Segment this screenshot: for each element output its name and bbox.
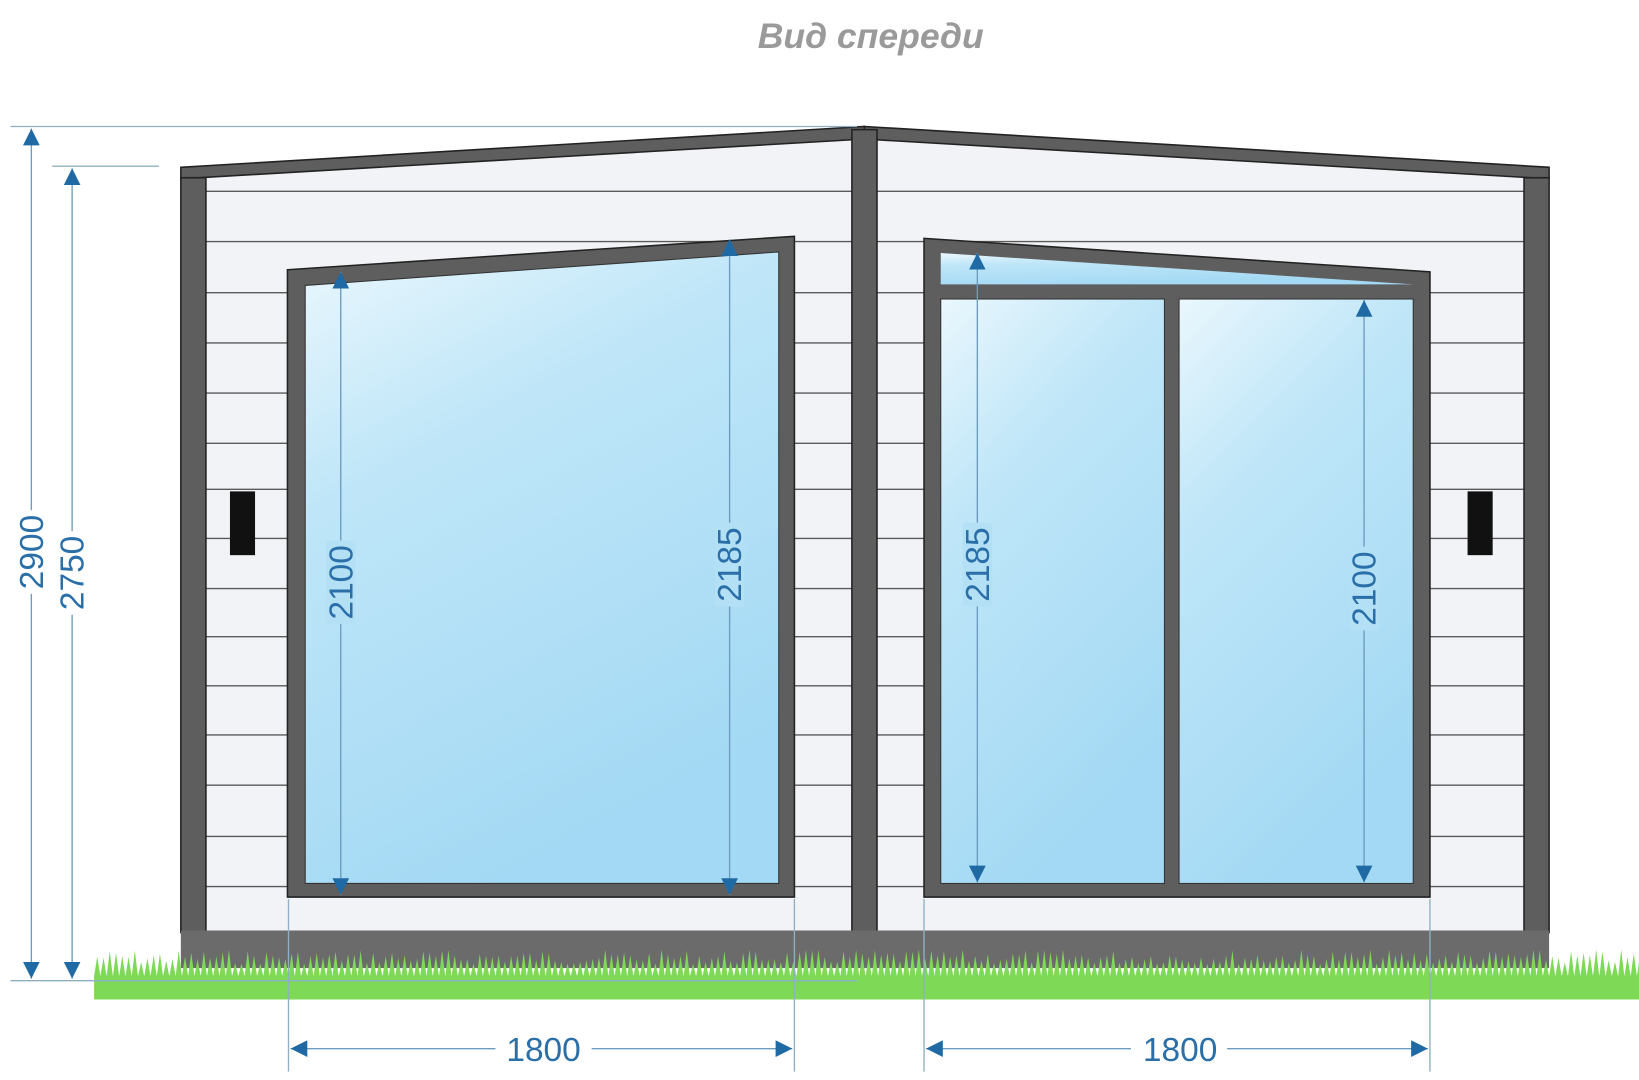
grass [94, 949, 1639, 1000]
dim-label-left-window-right: 2185 [712, 527, 749, 601]
drawing-title: Вид спереди [758, 16, 984, 56]
post-left [180, 176, 207, 934]
dim-label-wall-height: 2750 [55, 536, 92, 610]
base-beam [180, 930, 1550, 969]
dim-label-total-height: 2900 [14, 515, 51, 589]
post-middle [851, 128, 878, 934]
dim-label-left-window-width: 1800 [506, 1032, 580, 1069]
post-right [1523, 176, 1550, 934]
dim-label-right-window-left: 2185 [960, 527, 997, 601]
light-left-icon [229, 491, 256, 556]
dim-label-left-window-left: 2100 [323, 545, 360, 619]
light-right-icon [1467, 491, 1493, 556]
extension-lines [10, 125, 1431, 1072]
dim-label-right-window-width: 1800 [1143, 1032, 1217, 1069]
dim-label-right-window-right: 2100 [1347, 551, 1384, 625]
left-window [286, 235, 796, 898]
